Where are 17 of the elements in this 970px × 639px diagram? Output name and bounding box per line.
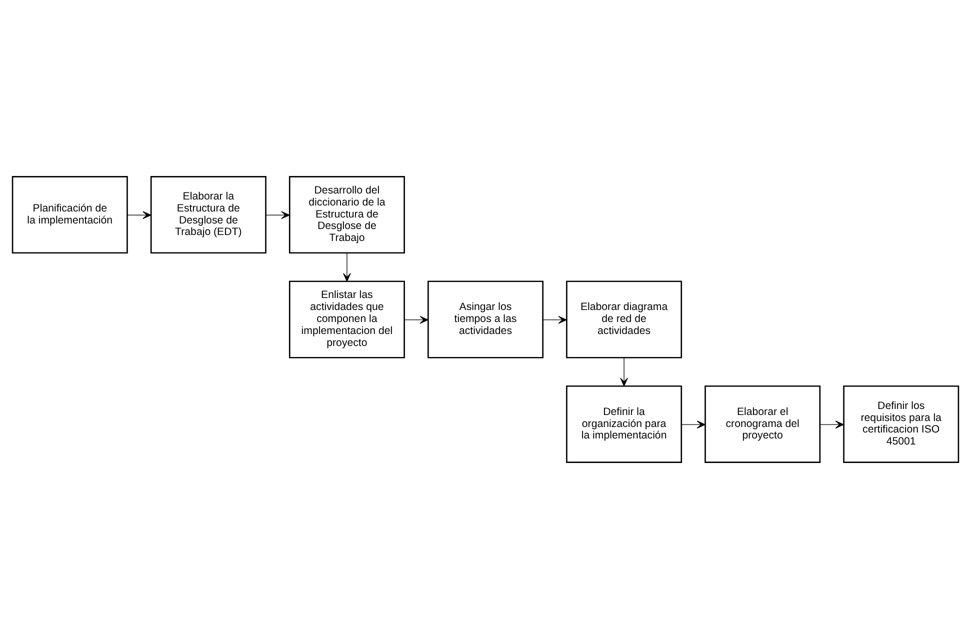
arrow — [342, 252, 350, 282]
node-box: Enlistar las actividades que componen la implementacion del proyecto — [288, 280, 404, 358]
node-box: Elaborar la Estructura de Desglose de Trabajo (EDT) — [150, 176, 266, 254]
arrow — [542, 316, 566, 324]
node-box: Elaborar diagrama de red de actividades — [566, 280, 682, 358]
arrow — [620, 358, 628, 386]
node-box: Definir la organización para la implementación — [566, 385, 682, 464]
node-box: Asingar los tiempos a las actividades — [427, 280, 543, 358]
arrow — [819, 420, 844, 428]
arrow — [403, 316, 428, 324]
node-box: Desarrollo del diccionario de la Estructura de Desglose de Trabajo — [288, 176, 404, 254]
node-box: Definir los requisitos para la certificacion ISO 45001 — [842, 385, 959, 464]
arrow — [264, 211, 290, 219]
node-box: Planificación de la implementación — [11, 176, 128, 254]
arrow — [126, 211, 151, 219]
node-box: Elaborar el cronograma del proyecto — [704, 385, 820, 464]
arrow — [680, 420, 705, 428]
